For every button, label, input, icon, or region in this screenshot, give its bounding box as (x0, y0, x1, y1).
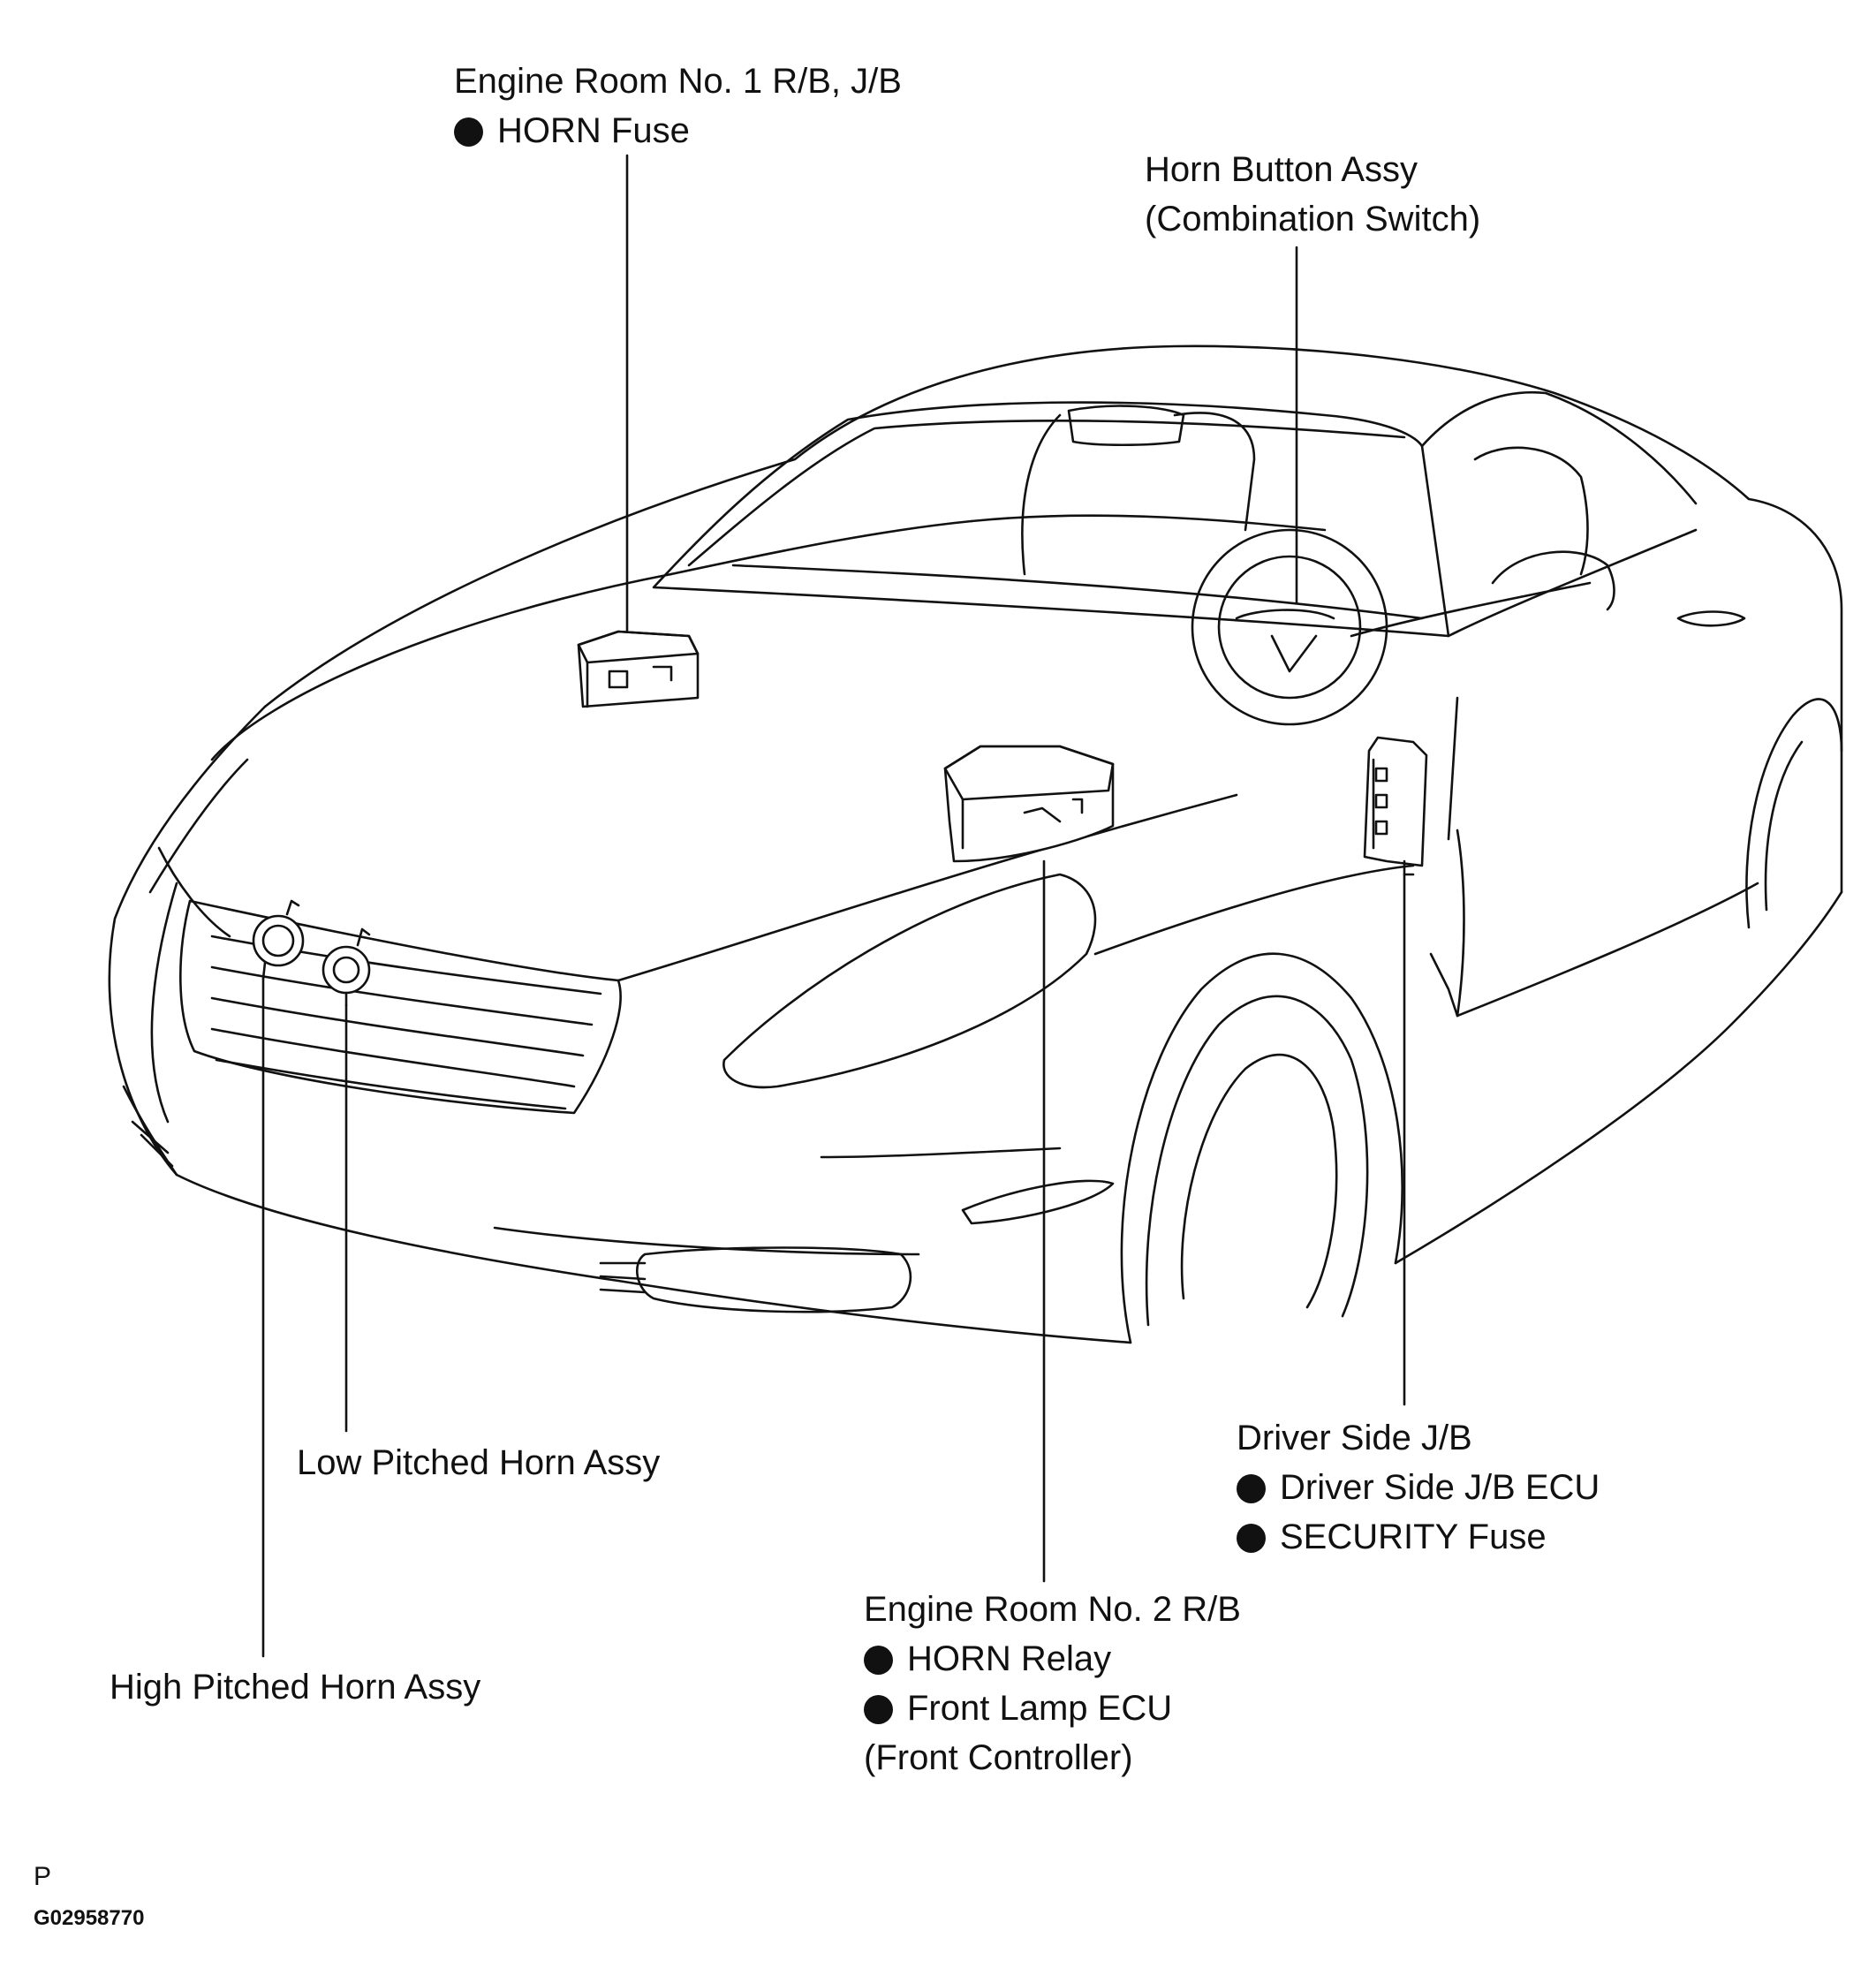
label-horn-button-title: Horn Button Assy (1145, 150, 1418, 189)
label-low-pitched-horn: Low Pitched Horn Assy (297, 1438, 660, 1487)
label-front-controller: (Front Controller) (864, 1738, 1133, 1777)
label-engine-room-no2-title: Engine Room No. 2 R/B (864, 1590, 1241, 1629)
label-low-pitched-horn-title: Low Pitched Horn Assy (297, 1443, 661, 1482)
page-code: P (34, 1862, 52, 1891)
windshield-and-cabin (652, 390, 1698, 726)
figure-id: G02958770 (34, 1906, 145, 1930)
label-high-pitched-horn-title: High Pitched Horn Assy (110, 1668, 481, 1707)
label-security-fuse: SECURITY Fuse (1237, 1512, 1600, 1562)
label-horn-relay: HORN Relay (864, 1634, 1241, 1684)
label-front-lamp-ecu: Front Lamp ECU (864, 1684, 1241, 1733)
label-driver-side-jb: Driver Side J/B Driver Side J/B ECU SECU… (1237, 1413, 1600, 1562)
driver-side-jb-box (1363, 736, 1428, 876)
high-pitched-horn (252, 899, 305, 980)
car-body-outline (108, 344, 1843, 1344)
label-engine-room-no1-title: Engine Room No. 1 R/B, J/B (454, 62, 902, 101)
label-driver-side-jb-title: Driver Side J/B (1237, 1419, 1472, 1457)
label-horn-button-subtitle: (Combination Switch) (1145, 200, 1481, 238)
engine-room-no2-rb-box (943, 745, 1115, 863)
engine-room-no1-rb-jb-box (577, 630, 700, 708)
label-high-pitched-horn: High Pitched Horn Assy (110, 1662, 480, 1712)
label-horn-button-assy: Horn Button Assy (Combination Switch) (1145, 145, 1480, 244)
label-driver-side-jb-ecu: Driver Side J/B ECU (1237, 1463, 1600, 1512)
leader-lines (261, 154, 1406, 1658)
label-horn-fuse: HORN Fuse (454, 106, 902, 155)
low-pitched-horn (321, 927, 371, 1007)
label-engine-room-no1: Engine Room No. 1 R/B, J/B HORN Fuse (454, 57, 902, 155)
label-engine-room-no2: Engine Room No. 2 R/B HORN Relay Front L… (864, 1585, 1241, 1782)
